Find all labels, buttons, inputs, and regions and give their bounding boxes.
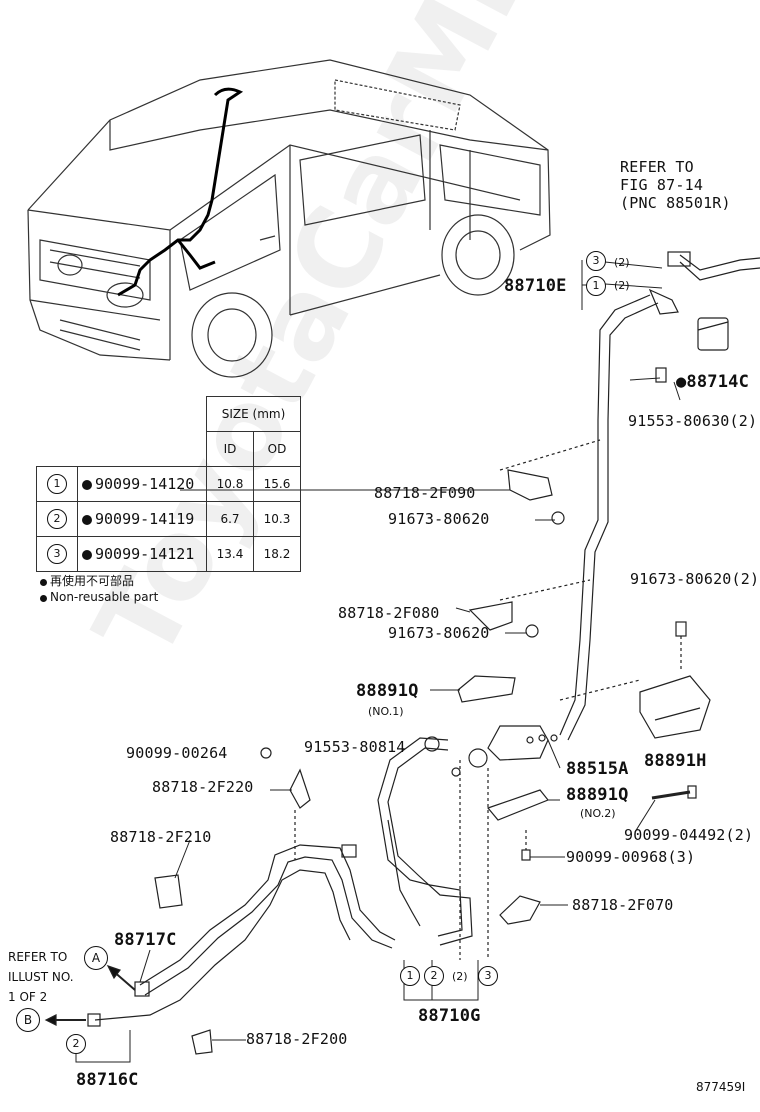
pipe-88710G	[377, 737, 473, 946]
ref-marker-B[interactable]: B	[16, 1008, 40, 1032]
part-label-88718-2F220[interactable]: 88718-2F220	[152, 778, 254, 796]
part-label-88891H[interactable]: 88891H	[644, 751, 707, 771]
van-illustration	[27, 59, 551, 378]
row-part-number: 90099-14121	[95, 545, 195, 563]
part-88891Q-2	[486, 789, 549, 821]
valve-88515A	[487, 725, 549, 761]
clamp-88718-2F220	[289, 768, 311, 809]
pipe-88716C	[94, 869, 351, 1021]
part-label-88891Q-2[interactable]: 88891Q	[566, 785, 629, 805]
circle-mark-3-lower: 3	[478, 966, 498, 986]
part-label-90099-00264[interactable]: 90099-00264	[126, 744, 228, 762]
row-id: 13.4	[206, 536, 254, 572]
refer-fig-note-2: FIG 87-14	[620, 176, 704, 194]
row-index: 3	[47, 544, 67, 564]
pipe-88717C	[139, 844, 396, 996]
part-label-91673-80620-b[interactable]: 91673-80620	[388, 624, 490, 642]
row-od: 10.3	[253, 501, 301, 537]
part-label-88891Q-1[interactable]: 88891Q	[356, 681, 419, 701]
part-88891Q-1	[457, 675, 516, 703]
clamp-88718-2F090	[507, 469, 553, 501]
part-note-no1: (NO.1)	[368, 705, 404, 718]
size-header: SIZE (mm)	[206, 396, 301, 432]
refer-illust-2: ILLUST NO.	[8, 970, 74, 984]
circle-mark-3: 3	[586, 251, 606, 271]
part-label-88714C[interactable]: ●88714C	[676, 372, 750, 392]
part-label-91553-80630[interactable]: 91553-80630(2)	[628, 412, 758, 430]
part-label-88710E[interactable]: 88710E	[504, 276, 567, 296]
part-label-90099-04492[interactable]: 90099-04492(2)	[624, 826, 754, 844]
part-label-91553-80814[interactable]: 91553-80814	[304, 738, 406, 756]
part-label-88718-2F080[interactable]: 88718-2F080	[338, 604, 440, 622]
row-part-number: 90099-14120	[95, 475, 195, 493]
refer-fig-note-1: REFER TO	[620, 158, 694, 176]
row-index: 2	[47, 509, 67, 529]
ref-marker-A[interactable]: A	[84, 946, 108, 970]
part-label-88718-2F070[interactable]: 88718-2F070	[572, 896, 674, 914]
table-row: 2 90099-14119 6.7 10.3	[36, 501, 301, 537]
part-note-no2: (NO.2)	[580, 807, 616, 820]
clamp-88718-2F080	[468, 601, 513, 631]
row-od: 18.2	[253, 536, 301, 572]
circle-mark-2-left: 2	[66, 1034, 86, 1054]
row-od: 15.6	[253, 466, 301, 502]
part-label-90099-00968[interactable]: 90099-00968(3)	[566, 848, 696, 866]
part-label-88710G[interactable]: 88710G	[418, 1006, 481, 1026]
part-88891H	[639, 675, 711, 739]
legend-jp: 再使用不可部品	[40, 572, 134, 589]
part-label-88718-2F090[interactable]: 88718-2F090	[374, 484, 476, 502]
row-id: 10.8	[206, 466, 254, 502]
part-label-91673-80620-2[interactable]: 91673-80620(2)	[630, 570, 760, 588]
row-part-number: 90099-14119	[95, 510, 195, 528]
qty-mark-2: (2)	[614, 256, 630, 269]
clamp-88718-2F200	[191, 1029, 213, 1055]
refer-fig-note-3: (PNC 88501R)	[620, 194, 731, 212]
qty-mark-2-lower: (2)	[452, 970, 468, 983]
pipe-88710E	[559, 251, 760, 741]
part-label-88716C[interactable]: 88716C	[76, 1070, 139, 1090]
col-id: ID	[206, 431, 254, 467]
circle-mark-1-lower: 1	[400, 966, 420, 986]
part-label-88717C[interactable]: 88717C	[114, 930, 177, 950]
part-label-88515A[interactable]: 88515A	[566, 759, 629, 779]
part-label-88718-2F200[interactable]: 88718-2F200	[246, 1030, 348, 1048]
o-ring-size-table: SIZE (mm) ID OD 1 90099-14120 10.8 15.6 …	[36, 396, 301, 572]
refer-illust-1: REFER TO	[8, 950, 68, 964]
refer-illust-3: 1 OF 2	[8, 990, 48, 1004]
col-od: OD	[253, 431, 301, 467]
part-label-91673-80620-a[interactable]: 91673-80620	[388, 510, 490, 528]
part-88714C	[697, 317, 729, 351]
legend-en: Non-reusable part	[40, 590, 158, 604]
row-index: 1	[47, 474, 67, 494]
part-label-88718-2F210[interactable]: 88718-2F210	[110, 828, 212, 846]
bolt-90099-00968	[521, 849, 531, 861]
clamp-88718-2F210	[154, 874, 183, 909]
table-row: 1 90099-14120 10.8 15.6	[36, 466, 301, 502]
diagram-id: 877459I	[696, 1080, 746, 1094]
qty-mark-2b: (2)	[614, 279, 630, 292]
van-pipe-highlight	[117, 87, 244, 297]
table-row: 3 90099-14121 13.4 18.2	[36, 536, 301, 572]
clamp-88718-2F070	[499, 895, 541, 925]
row-id: 6.7	[206, 501, 254, 537]
bolt-91553-80630	[655, 367, 667, 383]
circle-mark-2-lower: 2	[424, 966, 444, 986]
circle-mark-1: 1	[586, 276, 606, 296]
